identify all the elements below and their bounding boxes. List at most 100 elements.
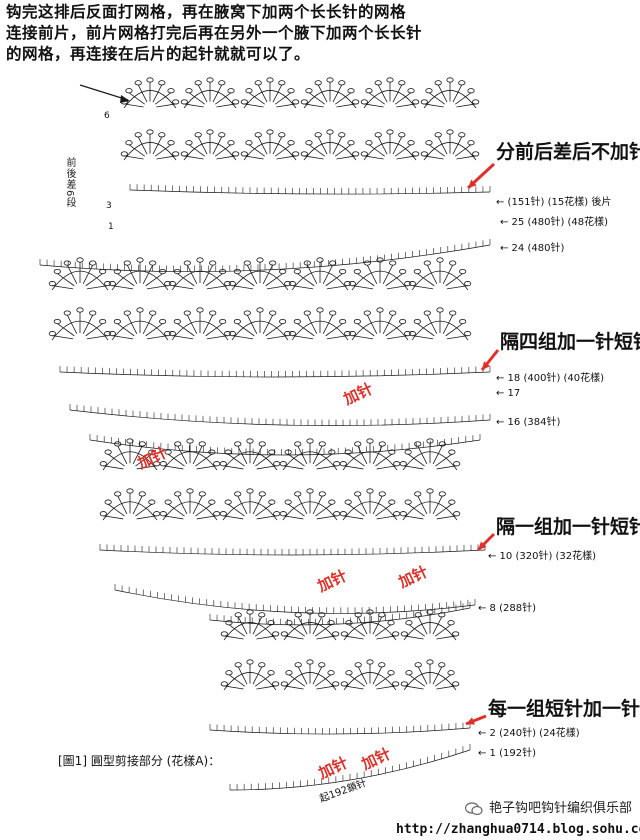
stitch-line — [206, 335, 228, 340]
stitch-line — [232, 335, 254, 340]
stitch-line — [284, 635, 304, 640]
chain-loop — [405, 620, 413, 626]
fan-arc — [423, 90, 477, 109]
chain-loop — [284, 281, 292, 287]
chain-loop — [353, 318, 361, 325]
stitch-line — [177, 495, 188, 515]
stitch-line — [308, 144, 325, 157]
chain-loop — [114, 441, 122, 447]
stitch-line — [266, 335, 288, 340]
chain-loop — [278, 132, 286, 138]
stitch-line — [152, 84, 163, 103]
stitch-line — [215, 144, 232, 157]
chain-loop — [438, 441, 446, 447]
chain-loop — [333, 511, 341, 517]
chain-loop — [126, 488, 134, 494]
chain-loop — [374, 132, 382, 138]
stitch-line — [297, 495, 308, 515]
chain-loop — [267, 670, 275, 676]
annotation-no-increase: 分前后差后不加针 — [496, 141, 640, 163]
fan-motif — [300, 129, 360, 161]
note-line-1: 钩完这排后反面打网格，再在腋窝下加两个长长针的网格 — [6, 3, 407, 21]
stitch-line — [224, 635, 244, 640]
chain-loop — [233, 318, 241, 325]
stitch-line — [395, 144, 412, 157]
fan-motif — [340, 659, 400, 691]
stitch-row — [39, 239, 491, 273]
stitch-line — [224, 685, 244, 690]
chain-loop — [405, 670, 413, 676]
stitch-line — [272, 136, 283, 155]
chain-loop — [303, 310, 311, 316]
chain-loop — [258, 441, 266, 447]
chain-loop — [348, 281, 356, 287]
fan-motif — [220, 659, 280, 691]
left-mark-1: 1 — [108, 222, 114, 232]
stitch-line — [408, 674, 425, 687]
chain-loop — [438, 491, 446, 497]
chain-loop — [164, 281, 172, 287]
chain-loop — [254, 132, 262, 138]
stitch-line — [248, 144, 265, 157]
chain-loop — [224, 331, 232, 337]
stitch-line — [336, 103, 356, 108]
stitch-row — [69, 404, 491, 426]
stitch-line — [396, 155, 416, 160]
chain-loop — [352, 151, 360, 157]
chain-loop — [436, 307, 444, 313]
chain-loop — [280, 631, 288, 637]
chain-loop — [366, 438, 374, 444]
watermark: 艳子钩吧钩针编织俱乐部 — [464, 797, 632, 816]
fan-arc — [51, 270, 109, 291]
stitch-line — [372, 666, 383, 685]
chain-loop — [306, 609, 314, 615]
chain-loop — [408, 331, 416, 337]
chain-loop — [220, 681, 228, 687]
chain-loop — [138, 491, 146, 497]
fan-arc — [403, 622, 457, 641]
stitch-line — [237, 495, 248, 515]
stitch-row — [209, 722, 471, 735]
chain-loop — [404, 331, 412, 337]
stitch-line — [82, 314, 94, 334]
stitch-line — [195, 453, 213, 467]
stitch-line — [382, 314, 394, 334]
fan-arc — [351, 320, 409, 341]
chain-loop — [412, 151, 420, 157]
stitch-line — [215, 92, 232, 105]
stitch-line — [252, 616, 263, 635]
stitch-line — [142, 314, 154, 334]
chain-loop — [53, 318, 61, 325]
chain-loop — [240, 151, 248, 157]
chain-loop — [153, 511, 161, 517]
stitch-line — [128, 92, 145, 105]
chain-loop — [266, 77, 274, 83]
stitch-line — [156, 103, 176, 108]
stitch-line — [343, 515, 364, 520]
fan-arc — [102, 451, 158, 471]
chain-loop — [232, 151, 240, 157]
chain-loop — [378, 441, 386, 447]
stitch-line — [103, 465, 124, 470]
fan-arc — [402, 451, 458, 471]
chain-loop — [354, 491, 362, 497]
chain-loop — [329, 310, 337, 316]
stitch-line — [364, 103, 384, 108]
stitch-line — [112, 335, 134, 340]
stitch-line — [325, 273, 343, 287]
chain-loop — [159, 318, 167, 325]
stitch-line — [316, 635, 336, 640]
chain-loop — [413, 268, 421, 275]
stitch-line — [316, 685, 336, 690]
chain-loop — [458, 132, 466, 138]
stitch-line — [317, 84, 328, 103]
stitch-line — [195, 503, 213, 517]
chain-loop — [363, 260, 371, 266]
chain-loop — [63, 260, 71, 266]
stitch-line — [172, 285, 194, 290]
chain-loop — [292, 151, 300, 157]
stitch-line — [136, 515, 157, 520]
chain-loop — [305, 88, 313, 94]
chain-loop — [233, 268, 241, 275]
fan-arc — [231, 270, 289, 291]
